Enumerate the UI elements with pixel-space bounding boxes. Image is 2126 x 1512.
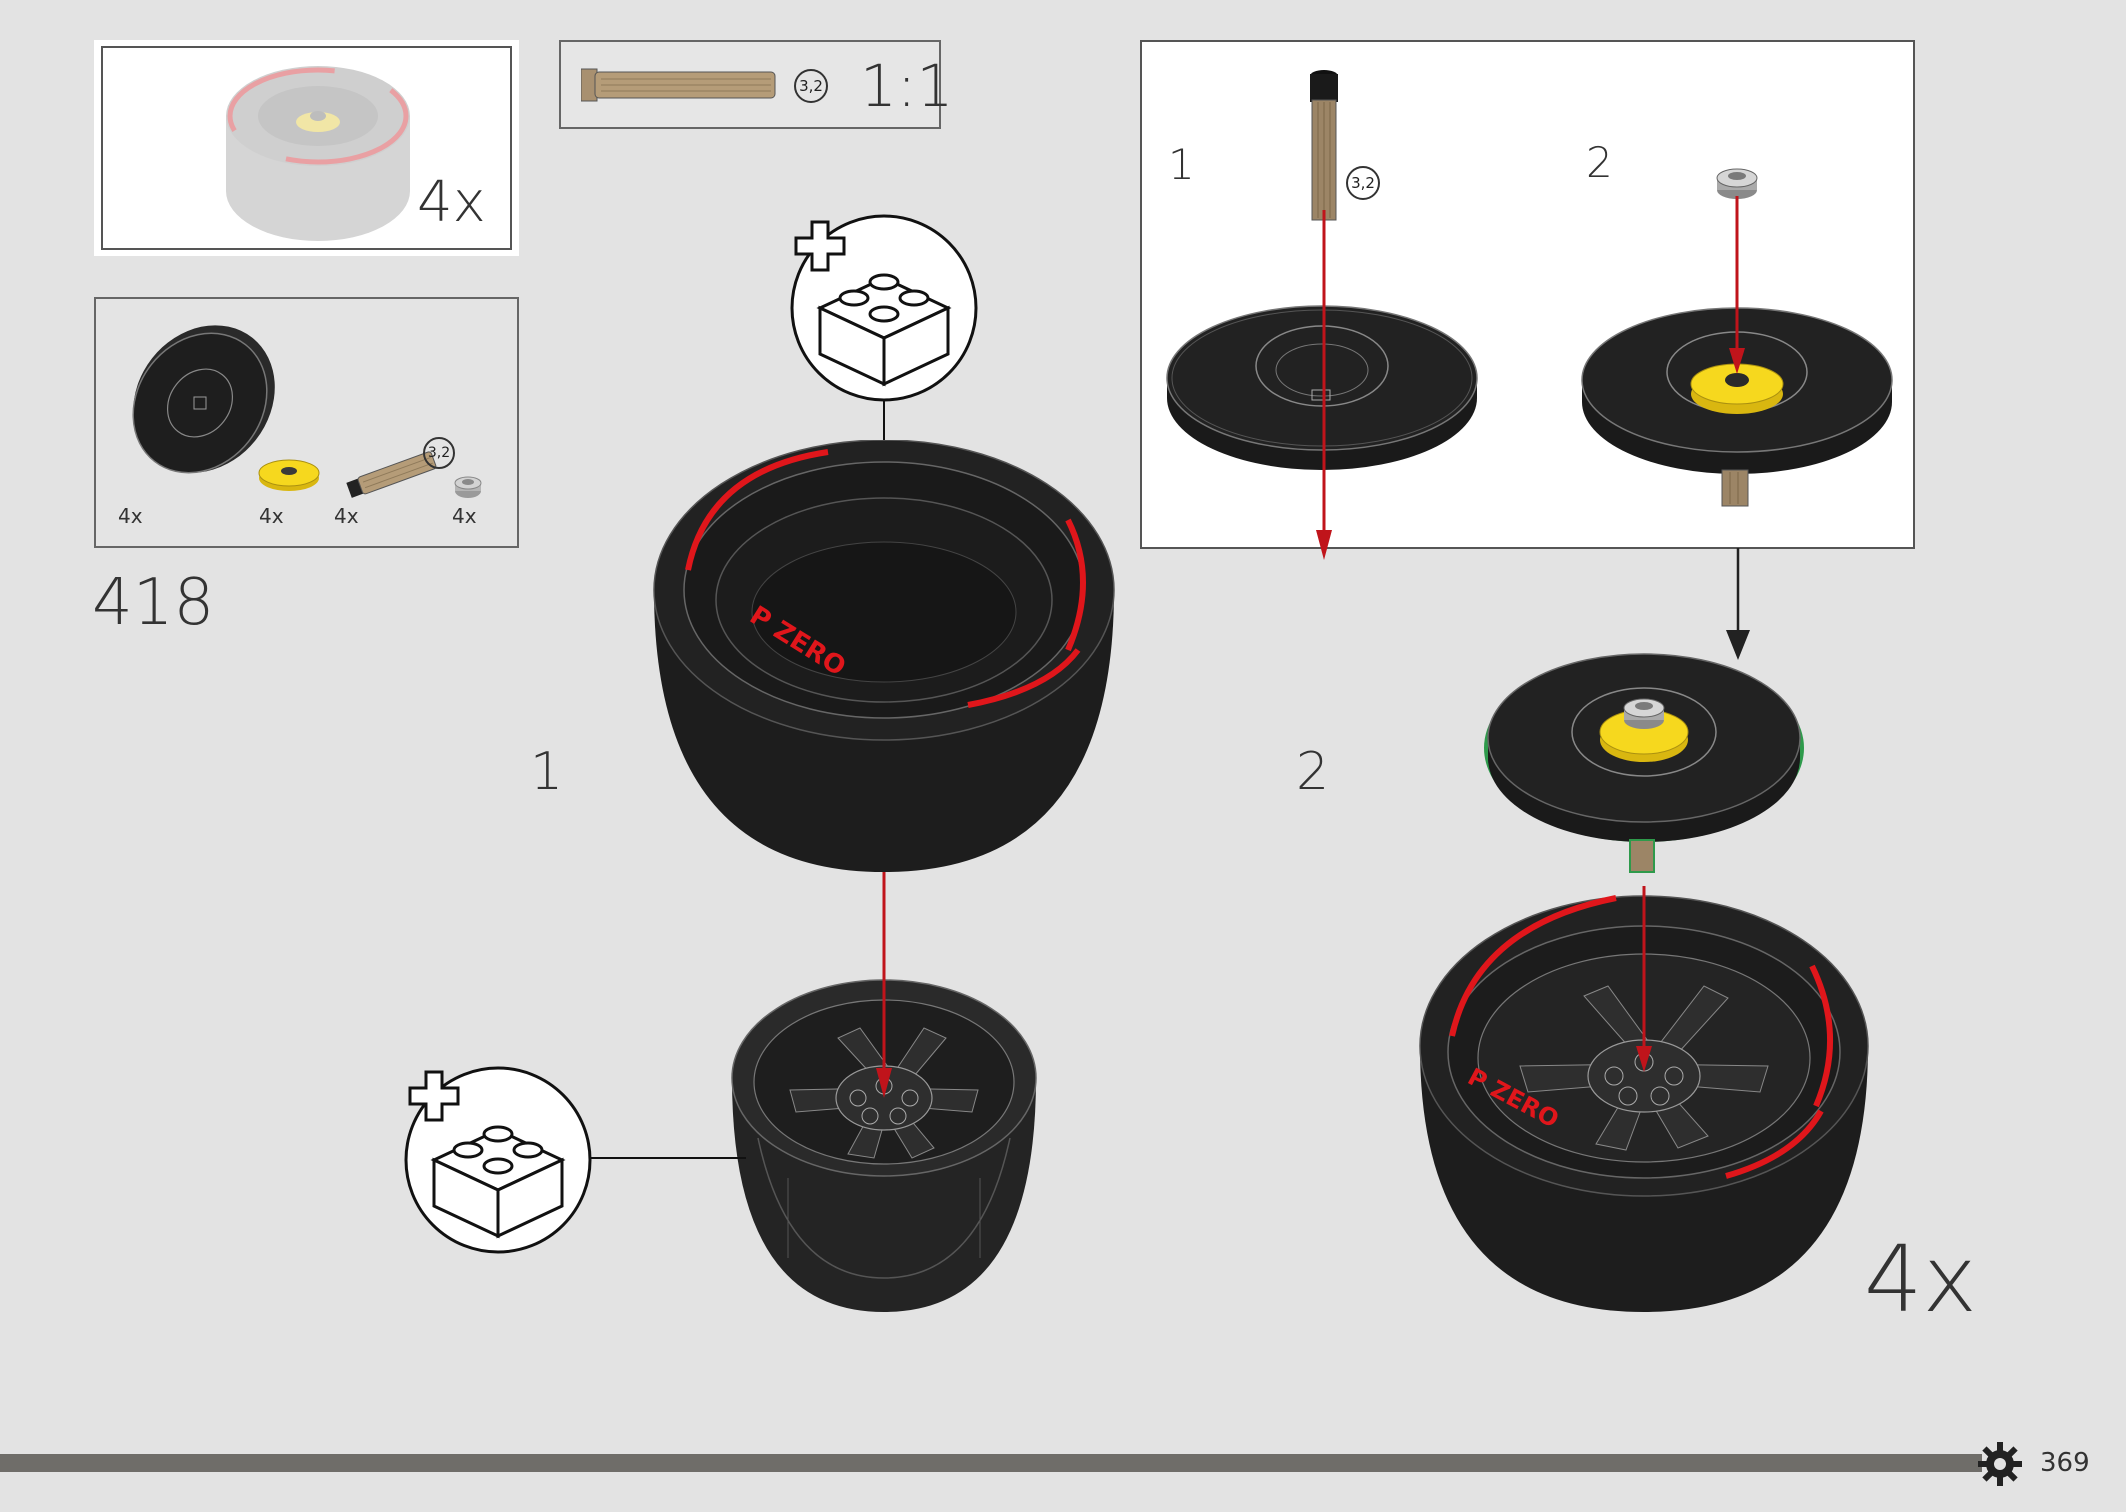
- model-preview-box: 4x: [101, 46, 512, 250]
- part-qty-tile: 4x: [259, 504, 284, 528]
- part-qty-stud: 4x: [452, 504, 477, 528]
- step-number: 418: [92, 566, 215, 640]
- new-parts-callout-top: [790, 214, 978, 440]
- substep-2-label: 2: [1586, 138, 1613, 187]
- wheel-assembled-step2: P ZERO: [1419, 886, 1869, 1312]
- page-number: 369: [2040, 1448, 2090, 1478]
- part-qty-rim: 4x: [118, 504, 143, 528]
- substep-2-drawing: [1581, 168, 1893, 507]
- new-parts-callout-left: [404, 1066, 746, 1254]
- main-step-1-label: 1: [530, 742, 564, 802]
- assembly-quantity: 4x: [1864, 1226, 1977, 1333]
- parts-length-marker: 3,2: [423, 437, 455, 469]
- tire-step1: P ZERO: [653, 440, 1115, 872]
- footer-bar: [0, 1454, 1982, 1472]
- scale-text: 1:1: [860, 52, 954, 120]
- length-marker-circle: 3,2: [794, 69, 828, 103]
- length-marker-text: 3,2: [799, 77, 823, 95]
- rim-disc-icon: [132, 325, 275, 474]
- gear-icon: [1978, 1442, 2022, 1486]
- main-step-2-label: 2: [1296, 742, 1330, 802]
- grey-stud-icon: [454, 476, 482, 498]
- faded-wheel-icon: [226, 66, 410, 241]
- highlighted-disc-step2: [1484, 653, 1804, 873]
- part-qty-pin: 4x: [334, 504, 359, 528]
- yellow-tile-icon: [258, 459, 320, 491]
- scale-reference-box: 3,2 1:1: [559, 40, 953, 129]
- model-preview-frame: 4x: [94, 40, 519, 256]
- substep-1-length-marker: 3,2: [1346, 166, 1380, 200]
- parts-list-box: 3,2 4x 4x 4x 4x: [94, 297, 519, 548]
- assembly-arrow-step1: [876, 872, 892, 1098]
- substeps-panel: 1 2 3,2: [1140, 40, 1915, 560]
- substep-1-label: 1: [1168, 140, 1195, 189]
- panel-to-step-arrow: [1726, 548, 1750, 660]
- substep-1-drawing: [1166, 70, 1478, 560]
- preview-quantity: 4x: [417, 170, 486, 235]
- axle-pin-icon: [581, 68, 776, 102]
